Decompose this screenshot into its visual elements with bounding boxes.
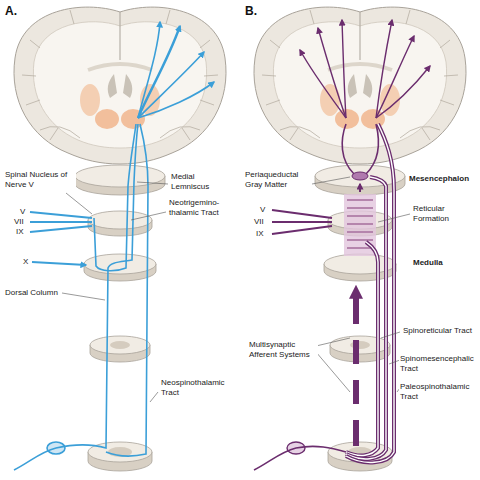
reticular-ascending: [359, 184, 361, 192]
tract-label: Neotrigemino-thalamic Tract: [168, 198, 236, 218]
cortical-projection: [342, 20, 346, 118]
reticular-rungs: [347, 200, 373, 248]
tract-core: [346, 124, 394, 462]
neospinothalamic-pathway: [106, 124, 148, 456]
brain-section: [254, 7, 466, 164]
vagus-nerve: [32, 262, 86, 265]
region-label: Mesencephalon: [408, 174, 470, 184]
nerve-label: VII: [13, 217, 25, 227]
cortical-projection: [138, 82, 214, 118]
multisynaptic-arrow: [353, 296, 359, 446]
structure-label: Periaqueductal Gray Matter: [244, 170, 312, 190]
cortical-projection: [138, 22, 160, 118]
leader-lines: [62, 177, 410, 402]
cortical-projection: [138, 52, 204, 118]
cortical-projection: [376, 36, 414, 118]
leader-line: [150, 392, 158, 402]
nerve-label: V: [19, 207, 26, 217]
leader-line: [131, 212, 166, 220]
thalamic-projection: [342, 124, 378, 174]
leader-line: [66, 193, 92, 214]
tract-label: Dorsal Column: [4, 288, 59, 298]
leader-line: [137, 182, 168, 184]
cortical-projection: [318, 28, 346, 118]
nerve-label: V: [259, 205, 266, 215]
neo-pathways: [14, 22, 214, 470]
leader-line: [316, 352, 350, 392]
paleo-pathways: [254, 20, 430, 470]
tract-core: [346, 242, 378, 455]
leader-line: [378, 214, 410, 222]
brainstem-cord-slices: [315, 165, 405, 471]
structure-label: Spinal Nucleus of Nerve V: [4, 170, 76, 190]
tract-label: Neospinothalamic Tract: [160, 378, 236, 398]
spinomesencephalic-tract: [346, 177, 386, 459]
cranial-nerve: [30, 212, 92, 232]
brain-section: [14, 7, 226, 164]
nerve-label: IX: [15, 227, 25, 237]
tract-label: Paleospinothalamic Tract: [399, 382, 477, 402]
nerve-label: VII: [253, 217, 265, 227]
spinoreticular-tract: [346, 242, 378, 455]
cranial-nerve: [272, 210, 332, 234]
cortical-projection: [376, 20, 392, 118]
paleospinothalamic-tract: [346, 124, 394, 462]
panel-letter: B.: [244, 4, 258, 18]
cortical-projection: [300, 50, 346, 118]
neotrigeminothalamic-pathway: [94, 124, 136, 271]
leader-line: [381, 332, 400, 338]
leader-line: [312, 177, 350, 184]
nerve-label: IX: [255, 229, 265, 239]
region-label: Medulla: [412, 258, 444, 268]
tract-core: [346, 177, 386, 459]
tract-label: Spinoreticular Tract: [402, 326, 473, 336]
panel-letter: A.: [4, 4, 18, 18]
leader-line: [62, 293, 105, 300]
periaqueductal-gray: [352, 172, 368, 180]
afferent-fiber: [254, 446, 346, 470]
nerve-label: X: [22, 257, 29, 267]
leader-line: [316, 338, 350, 346]
tract-label: Spinomesencephalic Tract: [399, 354, 477, 374]
cortical-projection: [376, 66, 430, 118]
structure-label: Reticular Formation: [412, 204, 476, 224]
system-label: Multisynaptic Afferent Systems: [248, 340, 318, 360]
tract-label: Medial Lemniscus: [170, 172, 222, 192]
